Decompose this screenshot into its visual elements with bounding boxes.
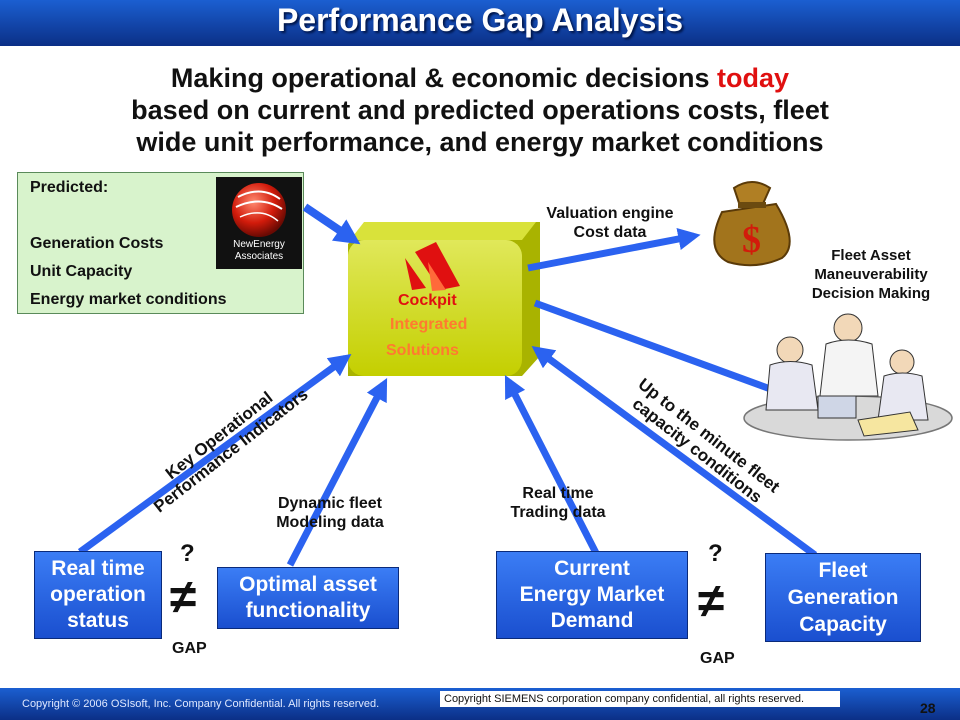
money-bag-icon: $ (713, 181, 791, 267)
subtitle-highlight: today (717, 63, 790, 93)
cockpit-name: Cockpit (398, 292, 457, 309)
label-fleet-asset-line3: Decision Making (811, 285, 931, 302)
label-fleet-asset-line1: Fleet Asset (831, 247, 911, 264)
predicted-item-energy-market: Energy market conditions (30, 291, 227, 308)
label-trading: Real time Trading data (478, 484, 638, 522)
label-dynamic: Dynamic fleet Modeling data (240, 494, 420, 532)
gap-left-question: ? (180, 540, 195, 567)
subtitle-line3: wide unit performance, and energy market… (136, 127, 824, 157)
arrow-demand-to-cockpit (504, 375, 600, 555)
label-valuation: Valuation engine Cost data (520, 204, 700, 242)
subtitle-line1: Making operational & economic decisions (170, 63, 718, 93)
box-demand-line2: Energy Market (519, 583, 665, 606)
box-optimal-asset: Optimal asset functionality (217, 567, 399, 629)
footer-osisoft-copyright: Copyright © 2006 OSIsoft, Inc. Company C… (22, 698, 380, 710)
label-valuation-line2: Cost data (573, 224, 647, 241)
cockpit-logo-icon (405, 242, 460, 291)
svg-text:$: $ (742, 219, 761, 261)
cockpit-solutions: Solutions (386, 342, 459, 359)
box-realtime-operation: Real time operation status (34, 551, 162, 639)
cockpit-integrated: Integrated (390, 316, 468, 333)
team-meeting-illustration (743, 313, 953, 441)
box-realtime-line1: Real time (51, 557, 145, 580)
label-trading-line2: Trading data (510, 504, 606, 521)
box-realtime-line2: operation (50, 583, 146, 606)
label-fleet-asset: Fleet Asset Maneuverability Decision Mak… (786, 246, 956, 303)
box-demand-line1: Current (554, 557, 630, 580)
arrow-realtime-to-cockpit (77, 354, 352, 555)
box-fleetgen-line1: Fleet (818, 559, 868, 582)
arrow-cockpit-to-valuation (527, 227, 701, 272)
logo-line1: NewEnergy (233, 239, 285, 250)
title-bar (0, 0, 960, 46)
predicted-item-unit-capacity: Unit Capacity (30, 263, 133, 280)
swirl-globe-icon (232, 183, 286, 237)
box-demand-line3: Demand (550, 609, 634, 632)
box-realtime-line3: status (67, 609, 129, 632)
gap-left-not-equal-icon: ≠ (170, 571, 197, 624)
gap-right-question: ? (708, 540, 723, 567)
slide-title: Performance Gap Analysis (276, 2, 684, 38)
page-number: 28 (920, 700, 936, 716)
subtitle-line2: based on current and predicted operation… (131, 95, 829, 125)
arrow-predicted-to-cockpit (302, 203, 361, 245)
predicted-item-generation-costs: Generation Costs (30, 235, 164, 252)
gap-left-label: GAP (172, 640, 207, 657)
arrow-fleetgen-to-cockpit (531, 346, 818, 558)
arrow-cockpit-to-fleet-asset (533, 299, 813, 408)
gap-right-not-equal-icon: ≠ (698, 575, 725, 628)
box-optimal-line2: functionality (245, 599, 371, 622)
logo-line2: Associates (234, 251, 284, 262)
gap-right-label: GAP (700, 650, 735, 667)
box-fleetgen-line2: Generation (787, 586, 899, 609)
footer-siemens-copyright: Copyright SIEMENS corporation company co… (440, 691, 840, 707)
label-dynamic-line2: Modeling data (276, 514, 384, 531)
label-trading-line1: Real time (522, 485, 594, 502)
box-optimal-line1: Optimal asset (239, 573, 377, 596)
slide-subtitle: Making operational & economic decisions … (20, 62, 940, 158)
label-valuation-line1: Valuation engine (546, 205, 674, 222)
label-fleet-asset-line2: Maneuverability (814, 266, 928, 283)
cockpit-cube (348, 222, 540, 376)
box-fleetgen-line3: Capacity (799, 613, 887, 636)
arrow-optimal-to-cockpit (286, 378, 388, 567)
predicted-heading: Predicted: (30, 179, 109, 196)
label-dynamic-line1: Dynamic fleet (277, 495, 383, 512)
